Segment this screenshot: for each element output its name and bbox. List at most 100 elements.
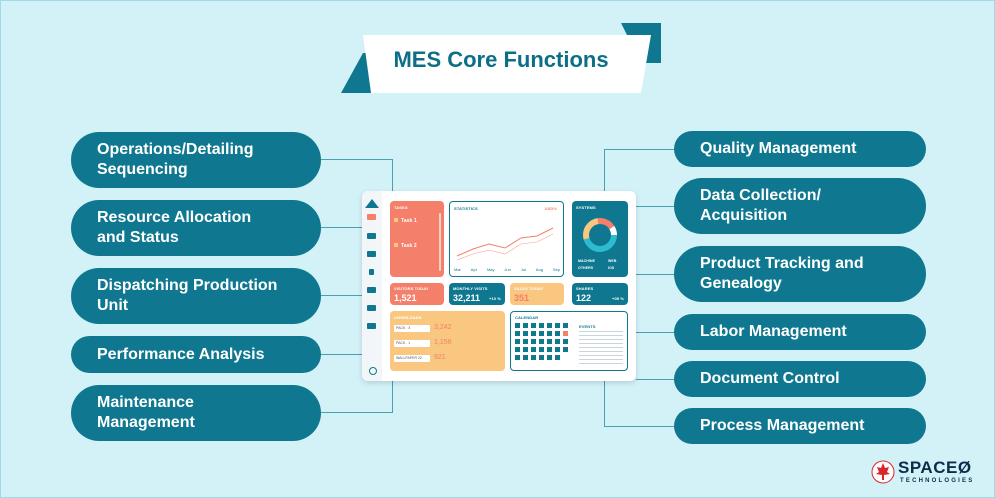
task-1-label: Task 1 [401, 218, 417, 224]
function-label: Resource Allocation [97, 209, 252, 226]
kpi-visitors-today: VISITORS TODAY 1,521 [390, 283, 444, 305]
connector-line [392, 381, 393, 413]
legend-machine: MACHINE [578, 259, 596, 263]
connector-line [321, 412, 393, 413]
power-icon [369, 367, 377, 375]
task-checkbox [394, 243, 398, 247]
statistics-pct: USD% [544, 206, 557, 211]
task-checkbox [394, 218, 398, 222]
logo-subtitle: TECHNOLOGIES [900, 478, 975, 484]
systems-card: SYSTEMS MACHINE WEB OTHERS IOS [572, 201, 628, 277]
systems-label: SYSTEMS [576, 205, 596, 210]
maple-leaf-icon [871, 460, 895, 484]
function-label: Maintenance [97, 394, 194, 411]
connector-line [321, 227, 362, 228]
download-icon [367, 287, 376, 293]
kpi-delta: +05 % [612, 296, 624, 301]
connector-line [321, 295, 362, 296]
function-data-collection: Data Collection/Acquisition [674, 178, 926, 234]
tasks-label: TASKS [394, 205, 408, 210]
download-row: PACK . 3 [394, 325, 430, 332]
statistics-line-chart [456, 227, 554, 261]
download-row: PACK . 1 [394, 340, 430, 347]
legend-ios: IOS [608, 266, 615, 270]
connector-line [604, 149, 605, 191]
function-resource-allocation: Resource Allocation and Status [71, 200, 321, 256]
function-label: Data Collection/ [700, 187, 821, 204]
document-icon [367, 305, 376, 311]
function-document-control: Document Control [674, 361, 926, 397]
month-label: May [486, 267, 495, 272]
month-label: Jun [504, 267, 511, 272]
kpi-label: VISITORS TODAY [394, 286, 429, 291]
event-text-lines [579, 331, 623, 365]
bar-chart-icon [367, 251, 376, 257]
statistics-card: STATISTICS USD% Mar Apr May Jun Jul Aug … [449, 201, 564, 277]
kpi-shares: SHARES 122 +05 % [572, 283, 628, 305]
kpi-delta: +10 % [489, 296, 501, 301]
calendar-grid [515, 323, 568, 360]
title-ribbon [341, 23, 661, 93]
function-quality-management: Quality Management [674, 131, 926, 167]
logo-main-text: SPACE [898, 458, 958, 477]
space-o-technologies-logo: SPACEØ TECHNOLOGIES [871, 456, 986, 492]
kpi-value: 351 [514, 293, 530, 303]
kpi-label: SALES TODAY [514, 286, 544, 291]
connector-line [604, 149, 674, 150]
function-label: Document Control [700, 370, 840, 387]
kpi-value: 122 [576, 293, 592, 303]
calendar-card: CALENDAR EVENTS [510, 311, 628, 371]
row-name: WALLPAPER 22 [396, 356, 422, 360]
eye-icon [367, 233, 376, 239]
month-label: Mar [454, 267, 461, 272]
tasks-card: TASKS Task 1 Task 2 [390, 201, 444, 277]
kpi-label: MONTHLY VISITS [453, 286, 488, 291]
function-labor-management: Labor Management [674, 314, 926, 350]
function-label: Product Tracking and [700, 255, 864, 272]
download-row: WALLPAPER 22 [394, 355, 430, 362]
connector-line [604, 426, 674, 427]
gear-icon [367, 323, 376, 329]
page-title: MES Core Functions [393, 47, 609, 72]
legend-others: OTHERS [578, 266, 594, 270]
function-label: Unit [97, 297, 129, 314]
downloads-label: DOWNLOADS [394, 315, 422, 320]
mountain-logo-icon [365, 195, 379, 208]
row-name: PACK . 3 [396, 326, 411, 330]
connector-line [636, 274, 674, 275]
function-label: Genealogy [700, 275, 782, 292]
connector-line [636, 332, 674, 333]
kpi-monthly-visits: MONTHLY VISITS 32,211 +10 % [449, 283, 505, 305]
connector-line [321, 354, 362, 355]
month-label: Sep [552, 267, 560, 272]
task-2-label: Task 2 [401, 243, 417, 249]
connector-line [636, 206, 674, 207]
connector-line [636, 379, 674, 380]
statistics-x-axis: Mar Apr May Jun Jul Aug Sep [454, 267, 560, 272]
function-performance-analysis: Performance Analysis [71, 336, 321, 373]
menu-list-icon [367, 214, 376, 220]
systems-donut-chart [583, 218, 617, 252]
user-icon [369, 269, 374, 275]
title-banner: MES Core Functions [341, 23, 661, 93]
kpi-value: 1,521 [394, 293, 417, 303]
function-label: Operations/Detailing [97, 141, 254, 158]
month-label: Jul [520, 267, 526, 272]
dashboard-mockup: TASKS Task 1 Task 2 STATISTICS USD% Mar … [362, 191, 636, 381]
month-label: Aug [535, 267, 543, 272]
kpi-label: SHARES [576, 286, 594, 291]
function-label: Acquisition [700, 207, 788, 224]
row-value: 3,242 [434, 324, 452, 331]
function-label: and Status [97, 229, 179, 246]
kpi-value: 32,211 [453, 293, 481, 303]
connector-line [604, 381, 605, 427]
function-label: Process Management [700, 417, 865, 434]
row-name: PACK . 1 [396, 341, 411, 345]
function-label: Performance Analysis [97, 345, 265, 363]
legend-web: WEB [608, 259, 617, 263]
row-value: 1,156 [434, 339, 452, 346]
events-label: EVENTS [579, 324, 596, 329]
